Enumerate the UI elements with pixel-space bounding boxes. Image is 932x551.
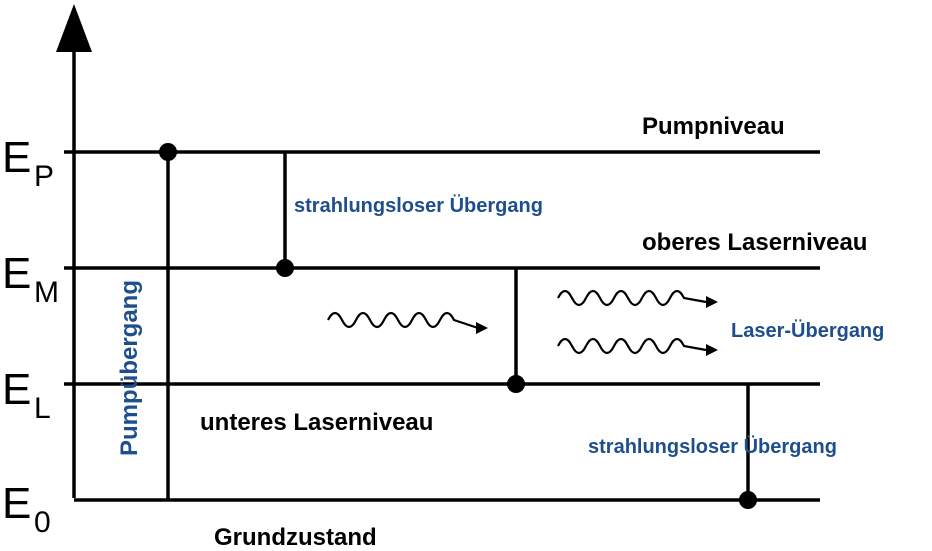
pump-level-name: Pumpniveau [642,113,785,140]
outgoing-photon-arrow-2-icon [706,344,718,356]
axis-arrowhead-icon [56,4,92,52]
energy-label-p: E [2,133,31,182]
nonrad-lower-dot [739,491,757,509]
outgoing-photon-arrow-1-icon [706,296,718,308]
energy-sub-p: P [34,160,54,193]
nonrad-upper-dot [276,259,294,277]
incoming-photon-wave-icon [327,311,479,330]
laser-transition-dot [507,375,525,393]
ground-level-name: Grundzustand [214,524,377,551]
energy-label-0: E [2,479,31,528]
energy-label-l: E [2,365,31,414]
energy-label-m: E [2,249,31,298]
nonrad-lower-label: strahlungsloser Übergang [588,435,837,458]
energy-sub-l: L [34,392,51,425]
energy-sub-m: M [34,276,59,309]
upper-level-name: oberes Laserniveau [642,229,867,256]
nonrad-upper-label: strahlungsloser Übergang [294,194,543,217]
energy-sub-0: 0 [34,506,51,539]
outgoing-photon-wave-1-icon [557,289,707,307]
outgoing-photon-wave-2-icon [557,337,707,355]
incoming-photon-arrow-icon [476,322,488,334]
pump-transition-label: Pumpübergang [116,280,143,456]
lower-level-name: unteres Laserniveau [200,409,433,436]
laser-transition-label: Laser-Übergang [731,319,884,342]
pump-transition-dot [159,143,177,161]
